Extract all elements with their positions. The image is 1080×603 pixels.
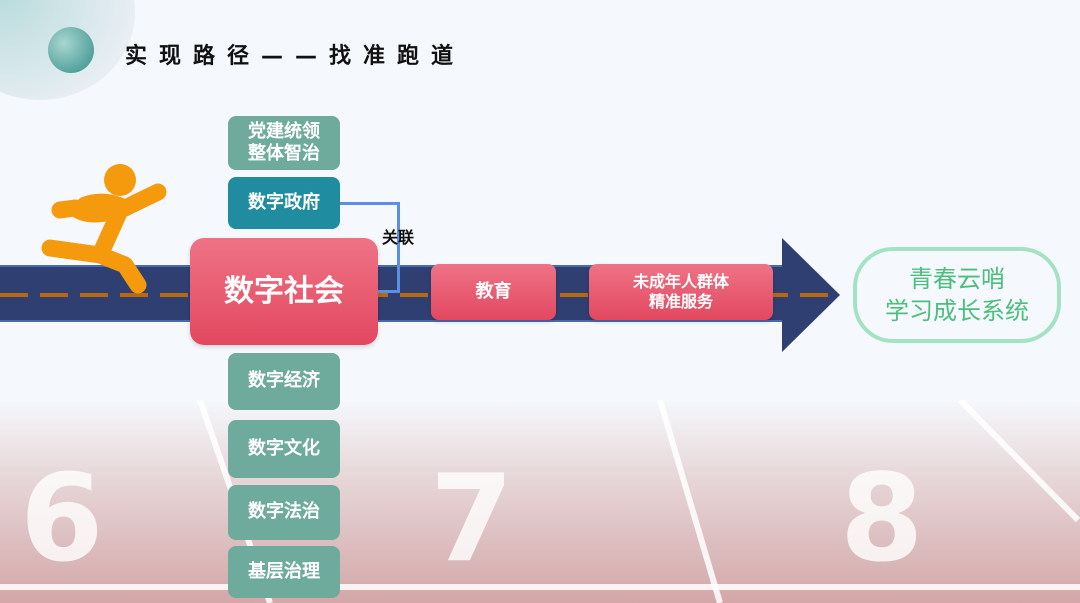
lane-line <box>957 400 1080 523</box>
lane-line <box>657 400 723 603</box>
digital-rule-of-law-box: 数字法治 <box>228 485 340 540</box>
decorative-circles <box>0 0 135 100</box>
education-box: 教育 <box>431 264 556 320</box>
digital-economy-box: 数字经济 <box>228 353 340 410</box>
goal-line: 青春云哨 <box>909 264 1005 293</box>
box-line: 整体智治 <box>248 143 320 164</box>
minors-service-box: 未成年人群体 精准服务 <box>589 264 773 320</box>
runner-icon <box>41 164 167 294</box>
digital-government-box: 数字政府 <box>228 177 340 229</box>
box-line: 未成年人群体 <box>632 272 729 291</box>
digital-society-box: 数字社会 <box>190 238 378 345</box>
party-leadership-box: 党建统领 整体智治 <box>228 116 340 170</box>
running-track-background: 6 7 8 <box>0 400 1080 603</box>
grassroots-governance-box: 基层治理 <box>228 546 340 598</box>
relation-label: 关联 <box>382 228 415 247</box>
digital-culture-box: 数字文化 <box>228 420 340 478</box>
track-number: 8 <box>840 450 924 589</box>
box-line: 党建统领 <box>248 120 320 142</box>
track-number: 6 <box>20 450 104 589</box>
road-dashed-line <box>0 293 838 297</box>
box-line: 精准服务 <box>648 292 713 311</box>
page-title: 实现路径——找准跑道 <box>125 44 466 69</box>
goal-system-box: 青春云哨 学习成长系统 <box>853 247 1061 343</box>
decorative-circle <box>48 27 94 73</box>
track-number: 7 <box>430 450 514 589</box>
goal-line: 学习成长系统 <box>885 297 1029 325</box>
